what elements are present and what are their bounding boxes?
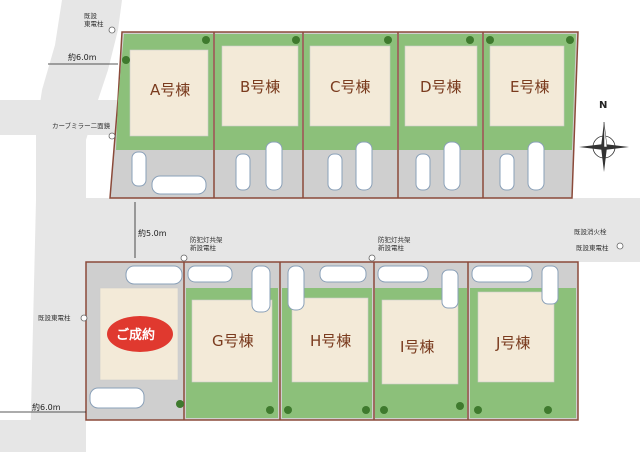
tree-icon [292,36,300,44]
tree-icon [384,36,392,44]
sold-badge-text: ご成約 [116,327,155,343]
utility-pole-icon [180,254,188,262]
fire-hydrant-label: 既設消火栓 [574,227,607,236]
lot-label-j: J号棟 [495,334,530,352]
car-icon [441,269,459,309]
top-block [109,31,579,199]
tree-icon [380,406,388,414]
lot-label-a: A号棟 [150,81,190,99]
utility-pole-icon-group [80,26,624,322]
tree-icon [466,36,474,44]
tree-icon [544,406,552,414]
existing-pole-right-label: 既設東電柱 [576,243,609,252]
car-icon [287,265,305,311]
road-width-middle: 約5.0m [138,228,167,238]
compass-north-label: N [599,100,607,111]
road-width-bottom: 約6.0m [32,402,61,412]
tree-icon [122,56,130,64]
car-icon [443,141,461,191]
car-icon [327,153,343,191]
tree-icon [266,406,274,414]
car-icon [251,265,271,313]
road-width-top: 約6.0m [68,52,97,62]
utility-pole-icon [108,132,116,140]
tree-icon [284,406,292,414]
utility-pole-icon [80,314,88,322]
car-icon [377,265,429,283]
lot-label-b: B号棟 [240,78,280,96]
lot-label-i: I号棟 [400,338,434,356]
lot-label-h: H号棟 [310,332,351,350]
car-icon [471,265,533,283]
existing-pole-top-label: 既設東電柱 [84,11,104,28]
dimension-lines [0,63,136,413]
car-icon [265,141,283,191]
crime-light-left-label: 防犯灯共架新設電柱 [190,235,223,252]
compass-icon: N [579,100,629,172]
tree-icon [474,406,482,414]
utility-pole-icon [616,242,624,250]
car-icon-group [89,141,559,409]
tree-icon [566,36,574,44]
tree-icon [362,406,370,414]
curve-mirror-label: カーブミラー二面鏡 [52,121,111,130]
utility-pole-icon [108,26,116,34]
car-icon [499,153,515,191]
car-icon [235,153,251,191]
lot-label-c: C号棟 [330,78,370,96]
car-icon [355,141,373,191]
sold-badge: ご成約 [107,316,173,352]
car-icon [125,265,183,285]
crime-light-center-label: 防犯灯共架新設電柱 [378,235,411,252]
utility-pole-icon [368,254,376,262]
tree-icon [486,36,494,44]
lot-label-d: D号棟 [420,78,462,96]
lot-label-g: G号棟 [212,332,254,350]
tree-icon [176,400,184,408]
car-icon [541,265,559,305]
car-icon [527,141,545,191]
car-icon [151,175,207,195]
tree-icon [202,36,210,44]
car-icon [319,265,367,283]
lot-label-e: E号棟 [510,78,549,96]
car-icon [89,387,145,409]
tree-icon-group [122,36,574,414]
tree-icon [456,402,464,410]
car-icon [131,151,147,187]
existing-pole-left-label: 既設東電柱 [38,313,71,322]
car-icon [187,265,233,283]
car-icon [415,153,431,191]
